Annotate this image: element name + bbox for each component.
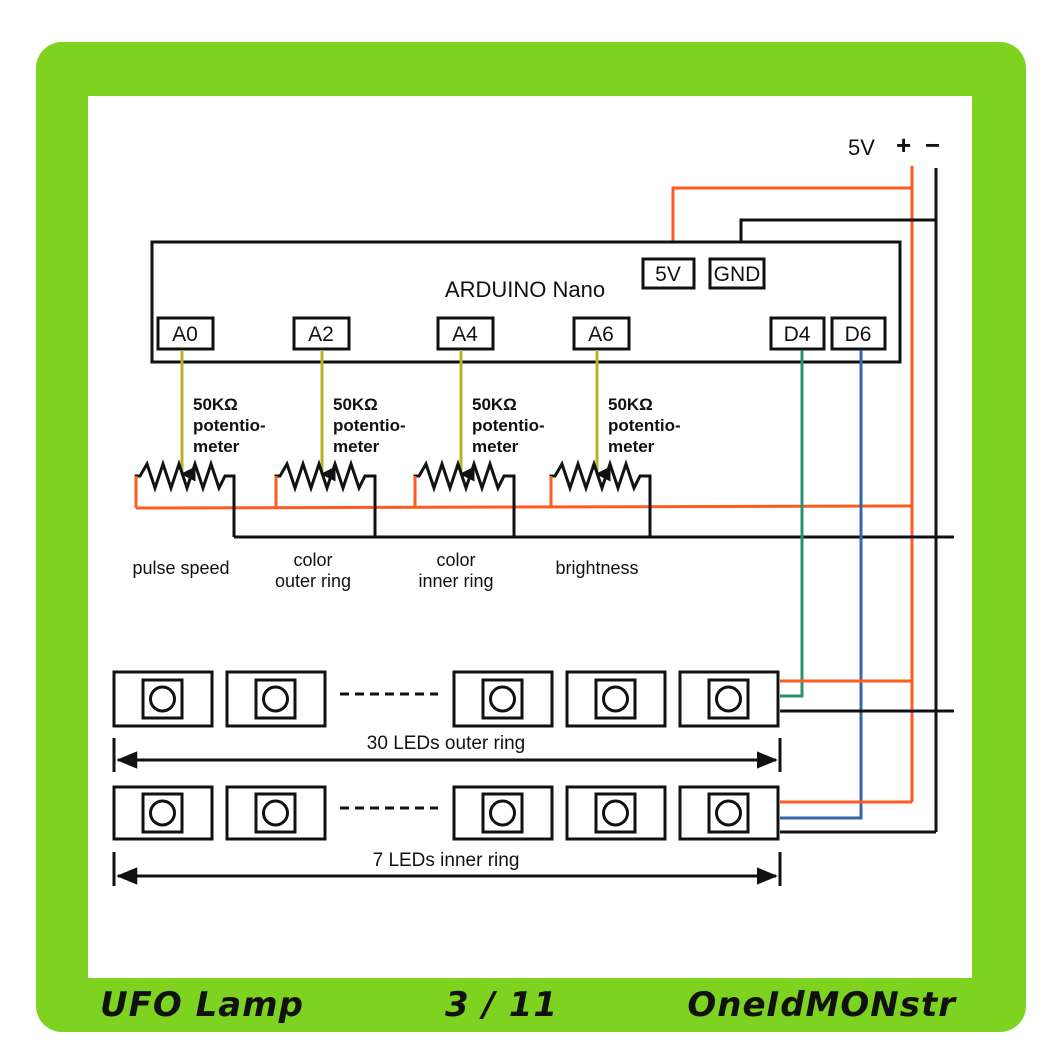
pot-a4-value: 50KΩ xyxy=(472,395,517,414)
supply-plus-label: + xyxy=(896,130,911,160)
pin-a6 xyxy=(572,316,631,351)
pin-a6-label: A6 xyxy=(588,323,614,346)
pin-d4 xyxy=(769,316,826,351)
pot-a0-caption: pulse speed xyxy=(132,558,229,578)
pot-a6-type-line2: meter xyxy=(608,437,655,456)
led-unit xyxy=(225,785,327,841)
pot-a6-type-line1: potentio- xyxy=(608,416,681,435)
led-unit xyxy=(565,785,667,841)
potentiometer-a6: 50KΩ potentio- meter brightness xyxy=(549,350,681,578)
footer-project-title: UFO Lamp xyxy=(100,985,304,1025)
supply-minus-label: − xyxy=(925,130,940,160)
resistor-symbol-a2 xyxy=(274,459,377,537)
pin-d6 xyxy=(830,316,887,351)
footer-author: OneIdMONstr xyxy=(687,985,956,1025)
pin-a4-label: A4 xyxy=(452,323,478,346)
pin-a0 xyxy=(156,316,215,351)
pot-a2-value: 50KΩ xyxy=(333,395,378,414)
potentiometer-a0: 50KΩ potentio- meter pulse speed xyxy=(132,350,266,578)
led-unit xyxy=(565,670,667,728)
resistor-symbol-a4 xyxy=(413,459,516,537)
pot-a4-type-line1: potentio- xyxy=(472,416,545,435)
pot-a4-type-line2: meter xyxy=(472,437,519,456)
outer-strip-label: 30 LEDs outer ring xyxy=(367,733,525,754)
d6-data-wire xyxy=(780,350,863,820)
pot-a2-type-line1: potentio- xyxy=(333,416,406,435)
arduino-title: ARDUINO Nano xyxy=(445,277,605,302)
outer-led-strip xyxy=(112,670,780,728)
pot-5v-rail xyxy=(135,504,913,510)
resistor-symbol-a0 xyxy=(134,459,236,537)
pot-a0-type-line2: meter xyxy=(193,437,240,456)
pot-a2-caption-line2: outer ring xyxy=(275,571,351,591)
pin-a4 xyxy=(436,316,495,351)
pot-a6-caption: brightness xyxy=(555,558,638,578)
pot-a4-caption-line1: color xyxy=(436,550,475,570)
pot-a2-type-line2: meter xyxy=(333,437,380,456)
pin-a2 xyxy=(292,316,351,351)
inner-led-strip xyxy=(112,785,780,841)
page-footer: UFO Lamp 3 / 11 OneIdMONstr xyxy=(0,985,1058,1041)
led-unit xyxy=(452,785,554,841)
pot-a4-caption-line2: inner ring xyxy=(418,571,493,591)
pin-a2-label: A2 xyxy=(308,323,334,346)
pin-gnd xyxy=(708,257,766,290)
pot-a0-value: 50KΩ xyxy=(193,395,238,414)
led-unit xyxy=(678,785,780,841)
resistor-symbol-a6 xyxy=(549,459,652,537)
led-unit xyxy=(112,670,214,728)
led-unit xyxy=(225,670,327,728)
supply-voltage-label: 5V xyxy=(848,135,875,160)
pin-d4-label: D4 xyxy=(784,323,811,346)
pot-a2-caption-line1: color xyxy=(293,550,332,570)
potentiometer-a2: 50KΩ potentio- meter color outer ring xyxy=(274,350,406,591)
arduino-5v-wire xyxy=(671,186,912,259)
pin-5v-label: 5V xyxy=(655,263,681,286)
pot-a6-value: 50KΩ xyxy=(608,395,653,414)
pin-a0-label: A0 xyxy=(172,323,198,346)
potentiometer-a4: 50KΩ potentio- meter color inner ring xyxy=(413,350,545,591)
pot-a0-type-line1: potentio- xyxy=(193,416,266,435)
led-unit xyxy=(452,670,554,728)
pin-gnd-label: GND xyxy=(714,263,761,286)
pin-d6-label: D6 xyxy=(845,323,872,346)
led-unit xyxy=(678,670,780,728)
led-unit xyxy=(112,785,214,841)
footer-page-number: 3 / 11 xyxy=(445,985,559,1025)
pin-5v xyxy=(641,257,696,290)
d4-data-wire xyxy=(780,350,804,698)
inner-strip-label: 7 LEDs inner ring xyxy=(373,850,520,871)
